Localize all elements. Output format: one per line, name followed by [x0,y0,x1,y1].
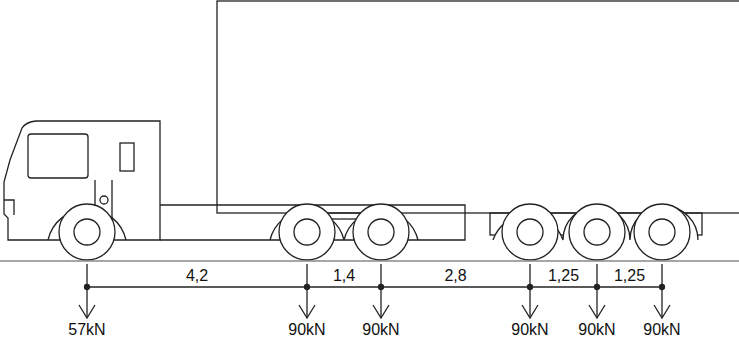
arrow-shaft [529,264,530,318]
load-label: 90kN [511,321,548,339]
arrow-shaft [661,264,662,318]
load-label: 57kN [68,321,105,339]
bumper [4,200,14,215]
dimension-label: 1,25 [614,267,645,285]
wheels [59,204,690,260]
arrow-shaft [86,264,87,318]
dimension-label: 4,2 [186,267,208,285]
load-arrow [654,264,670,318]
dimension-dot [595,285,600,290]
arrow-shaft [380,264,381,318]
dimension-line [87,286,662,287]
cab-side-window [120,143,134,171]
load-arrows [79,264,670,318]
arrow-head [589,305,605,318]
ground-line [0,260,739,261]
arrow-head [299,305,315,318]
load-label: 90kN [643,321,680,339]
door-handle [100,196,108,204]
load-arrow [522,264,538,318]
dimension-dot [660,285,665,290]
load-label: 90kN [288,321,325,339]
dimension-label: 1,25 [548,267,579,285]
load-label: 90kN [362,321,399,339]
load-arrow [299,264,315,318]
arrow-shaft [596,264,597,318]
arrow-head [654,305,670,318]
cab-window [28,134,88,178]
load-arrow [79,264,95,318]
arrow-head [522,305,538,318]
dimension-dot [85,285,90,290]
trailer-box [217,1,739,213]
dimension-label: 1,4 [333,267,355,285]
dimension-dot [379,285,384,290]
arrow-shaft [306,264,307,318]
load-label: 90kN [578,321,615,339]
load-arrow [373,264,389,318]
dimension-label: 2,8 [444,267,466,285]
arrow-head [373,305,389,318]
arrow-head [79,305,95,318]
dimension-dot [305,285,310,290]
dimension-dot [528,285,533,290]
load-arrow [589,264,605,318]
